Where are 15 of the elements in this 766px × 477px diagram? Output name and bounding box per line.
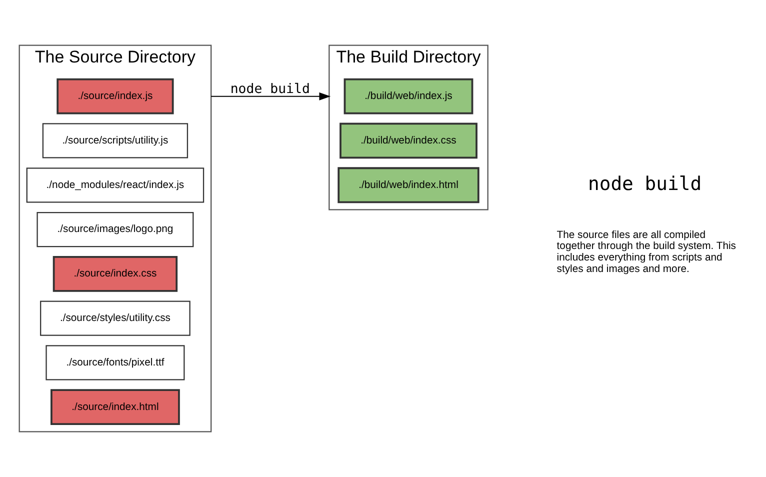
- label: The source files are all compiled together through the build system. This includes everything from scripts and styles and images and more.: [556, 230, 736, 275]
- edge-label: node build: [230, 82, 310, 97]
- node-box: ./source/index.css: [52, 256, 178, 292]
- node-box: ./node_modules/react/index.js: [26, 168, 204, 203]
- label: node build: [588, 172, 702, 195]
- node-box: ./build/web/index.js: [344, 78, 474, 114]
- node-box: ./source/index.js: [56, 78, 174, 114]
- node-box: ./source/scripts/utility.js: [42, 123, 188, 158]
- node-box: ./build/web/index.css: [340, 122, 478, 159]
- node-box: ./source/fonts/pixel.ttf: [46, 345, 185, 380]
- arrow: [210, 92, 331, 100]
- node-box: ./source/styles/utility.css: [40, 300, 190, 336]
- node-box: ./build/web/index.html: [338, 167, 480, 204]
- node-box: ./source/images/logo.png: [36, 212, 194, 248]
- node-box: ./source/index.html: [50, 389, 180, 426]
